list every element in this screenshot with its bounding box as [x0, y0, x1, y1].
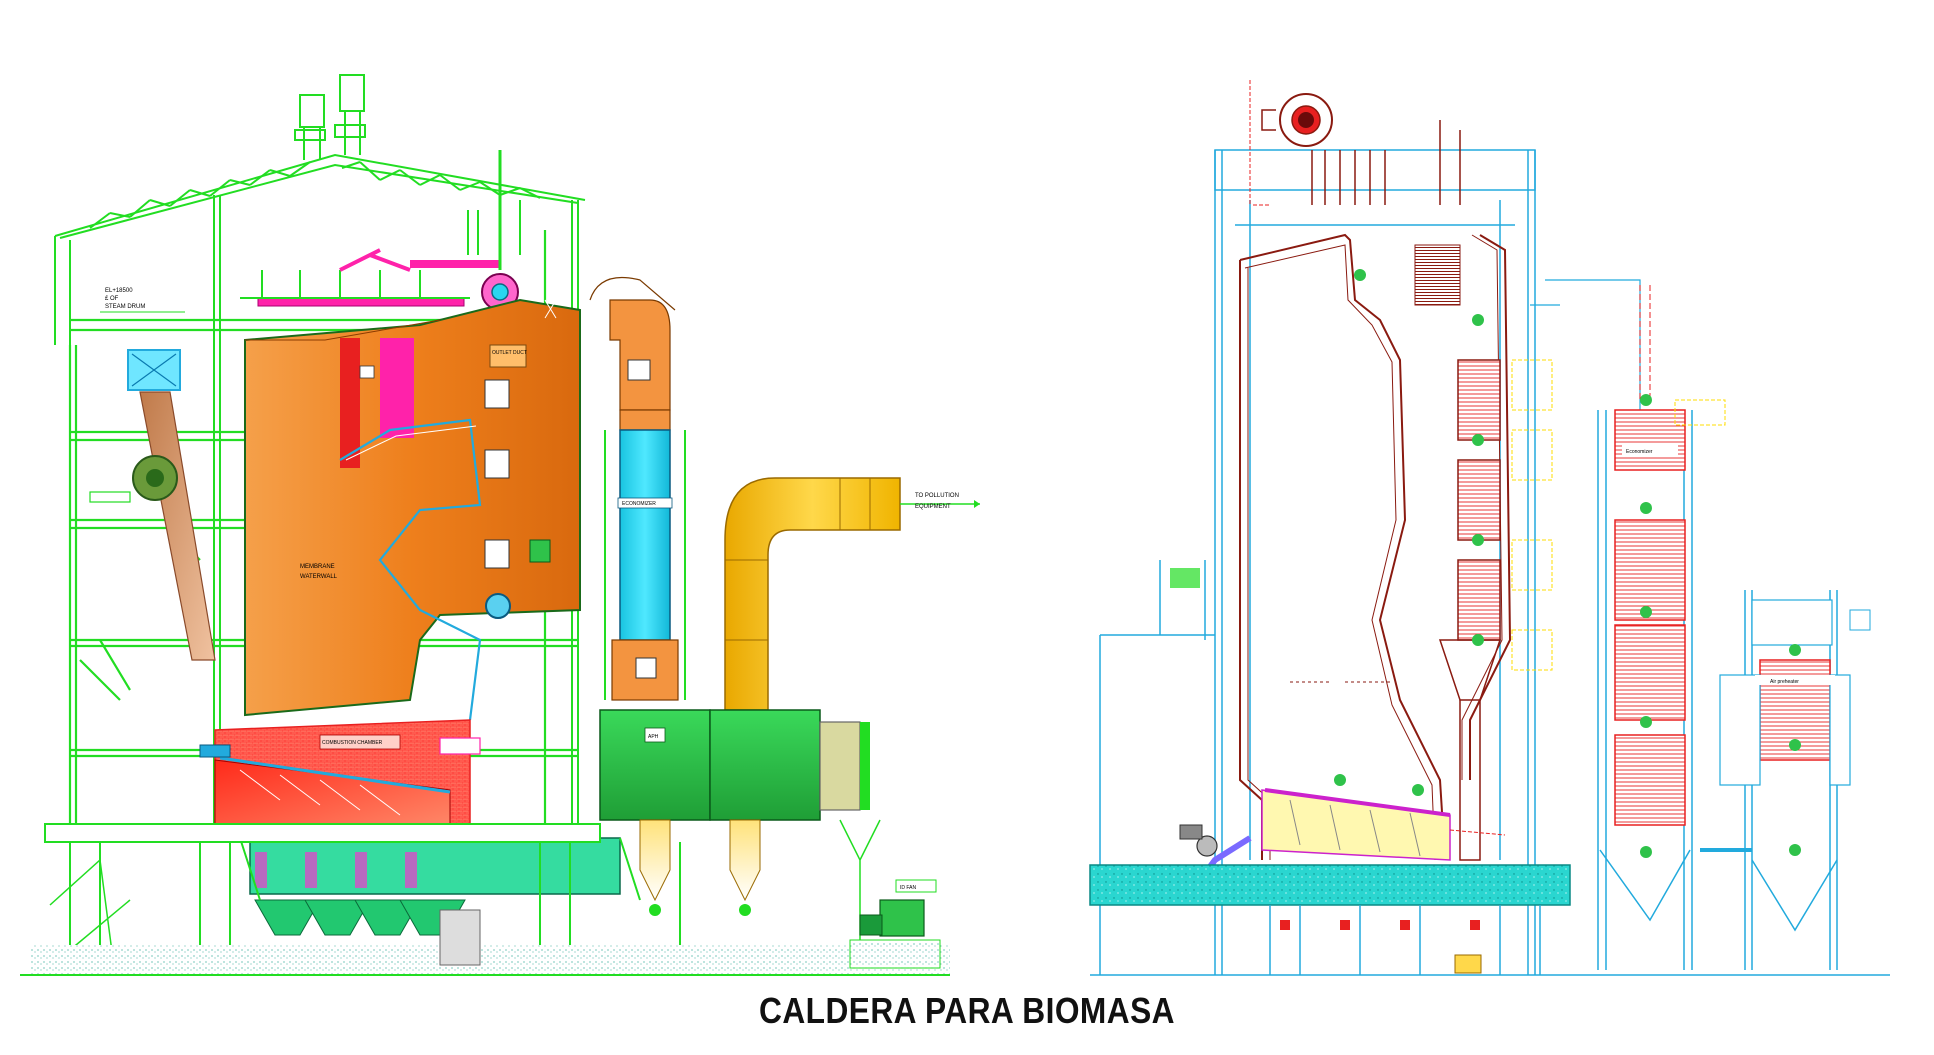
aph-label: APH [648, 734, 659, 740]
combustion-chamber-label: COMBUSTION CHAMBER [322, 740, 383, 746]
airheater-tower: Air preheater [1700, 590, 1871, 970]
furnace-duct-magenta [380, 338, 414, 438]
elevation-label: EL+18500 [105, 288, 133, 294]
combustion-grate: COMBUSTION CHAMBER [199, 719, 481, 831]
left-foundation [20, 823, 950, 976]
elevation-sub-label: £ OF [105, 296, 119, 302]
economizer-duct [619, 429, 671, 641]
economizer-tower: Economizer [1530, 279, 1726, 970]
equipment-label: EQUIPMENT [915, 504, 951, 510]
air-heater: APH [599, 709, 881, 960]
air-heater-right [709, 709, 821, 821]
waterwall-label: WATERWALL [300, 574, 338, 580]
drawing-caption: CALDERA PARA BIOMASA [759, 990, 1175, 1031]
right-furnace [1239, 233, 1512, 861]
furnace-duct-red [340, 338, 360, 468]
right-economizer-label: Economizer [1626, 449, 1653, 455]
outlet-duct-label: OUTLET DUCT [492, 350, 527, 356]
economizer-column: ECONOMIZER [589, 276, 686, 701]
id-fan: ID FAN [849, 879, 941, 969]
air-preheater-label: Air preheater [1770, 679, 1799, 685]
membrane-label: MEMBRANE [300, 564, 335, 570]
fan-label: ID FAN [900, 885, 917, 891]
roof-vents [294, 74, 366, 160]
left-boiler-drawing: OUTLET DUCT MEMBRANE WATERWALL COMBUSTIO… [20, 74, 980, 976]
yellow-flue-duct [724, 477, 901, 711]
economizer-label: ECONOMIZER [622, 501, 656, 507]
elevation-note: EL+18500 £ OF STEAM DRUM [100, 288, 185, 313]
ash-system [239, 837, 641, 936]
superheater-coil [1414, 244, 1461, 306]
flue-duct: TO POLLUTION EQUIPMENT [724, 477, 980, 711]
right-steam-drum [1249, 80, 1461, 206]
furnace: OUTLET DUCT MEMBRANE WATERWALL [244, 298, 581, 721]
lower-header [485, 593, 511, 619]
steam-drum-label: STEAM DRUM [105, 304, 145, 310]
right-grate [1179, 788, 1506, 882]
right-boiler-drawing: Economizer Air preheater [1089, 80, 1890, 976]
fuel-feeder [89, 349, 216, 661]
drum-platform [240, 150, 521, 311]
right-foundation [1089, 568, 1890, 976]
convection-bank [1334, 269, 1553, 861]
to-pollution-label: TO POLLUTION [915, 493, 959, 499]
air-heater-left [599, 709, 711, 821]
